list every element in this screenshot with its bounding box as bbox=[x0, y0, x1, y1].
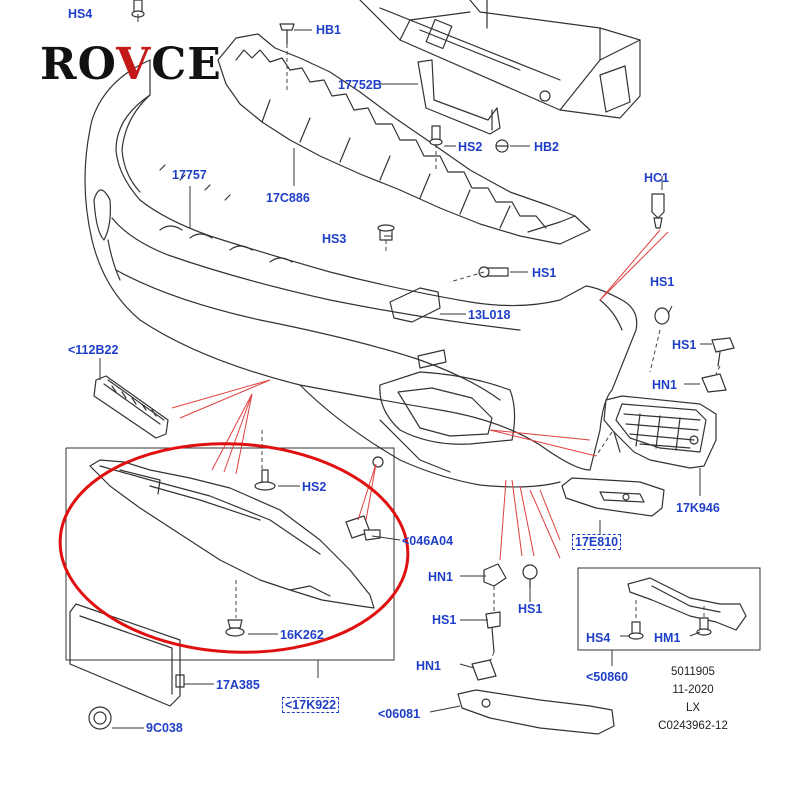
lower-trim-06081 bbox=[457, 689, 615, 735]
callout-leaders bbox=[99, 14, 712, 729]
callout-hb2: HB2 bbox=[534, 140, 560, 154]
bracket-50860 bbox=[627, 577, 747, 631]
callout-17c886: 17C886 bbox=[266, 191, 310, 205]
callout-17k946: 17K946 bbox=[676, 501, 720, 515]
meta-model: LX bbox=[685, 702, 701, 714]
callout-046a04: <046A04 bbox=[402, 534, 454, 548]
bumper-beam bbox=[359, 0, 641, 119]
meta-part-number: 5011905 bbox=[671, 666, 715, 678]
bumper-cover bbox=[84, 59, 638, 488]
callout-17757: 17757 bbox=[172, 168, 207, 182]
undershield-17k922 bbox=[89, 459, 375, 609]
fog-lamp-bezel bbox=[603, 395, 717, 469]
license-plate-bracket bbox=[69, 603, 185, 707]
trim-17e810 bbox=[561, 477, 665, 517]
group-frame-50860 bbox=[577, 567, 761, 651]
callout-hs1-a: HS1 bbox=[532, 266, 557, 280]
logo-text-b: CE bbox=[151, 39, 222, 90]
leader-lines bbox=[235, 44, 721, 663]
callout-hs2-mid: HS2 bbox=[302, 480, 327, 494]
bracket-17752b bbox=[417, 59, 501, 135]
logo-text-a: RO bbox=[40, 39, 117, 90]
callout-hs1-d: HS1 bbox=[518, 602, 543, 616]
callout-hb1: HB1 bbox=[316, 23, 342, 37]
fasteners bbox=[88, 0, 735, 730]
group-frame-17k922 bbox=[65, 447, 395, 678]
highlight-ellipse bbox=[58, 442, 410, 654]
callout-17e810: 17E810 bbox=[572, 534, 622, 550]
red-reference-lines bbox=[171, 229, 669, 561]
callout-17a385: 17A385 bbox=[216, 678, 260, 692]
callout-hn1-a: HN1 bbox=[652, 378, 678, 392]
callout-hs2-top: HS2 bbox=[458, 140, 483, 154]
brand-logo: ROVCE bbox=[40, 40, 222, 90]
callout-17k922: <17K922 bbox=[282, 697, 340, 713]
callout-hc1: HC1 bbox=[644, 171, 670, 185]
callout-hs1-e: HS1 bbox=[432, 613, 457, 627]
energy-absorber bbox=[217, 33, 591, 245]
callout-13l018: 13L018 bbox=[468, 308, 511, 322]
callout-hs3: HS3 bbox=[322, 232, 347, 246]
callout-9c038: 9C038 bbox=[146, 721, 183, 735]
grille-strip-112b22 bbox=[93, 375, 169, 439]
callout-06081: <06081 bbox=[378, 707, 421, 721]
callout-hs4-bot: HS4 bbox=[586, 631, 611, 645]
callout-hm1: HM1 bbox=[654, 631, 681, 645]
callout-hn1-b: HN1 bbox=[428, 570, 454, 584]
callout-50860: <50860 bbox=[586, 670, 629, 684]
callout-hs4-top: HS4 bbox=[68, 7, 93, 21]
callout-17752b: 17752B bbox=[338, 78, 382, 92]
callout-hs1-c: HS1 bbox=[672, 338, 697, 352]
callout-16k262: 16K262 bbox=[280, 628, 324, 642]
callout-112b22: <112B22 bbox=[68, 343, 119, 357]
logo-accent-letter: V bbox=[116, 39, 152, 90]
callout-hn1-c: HN1 bbox=[416, 659, 442, 673]
callout-hs1-b: HS1 bbox=[650, 275, 675, 289]
meta-date: 11-2020 bbox=[672, 684, 714, 696]
tow-eye-cover bbox=[389, 287, 441, 323]
meta-illustration: C0243962-12 bbox=[658, 720, 728, 732]
